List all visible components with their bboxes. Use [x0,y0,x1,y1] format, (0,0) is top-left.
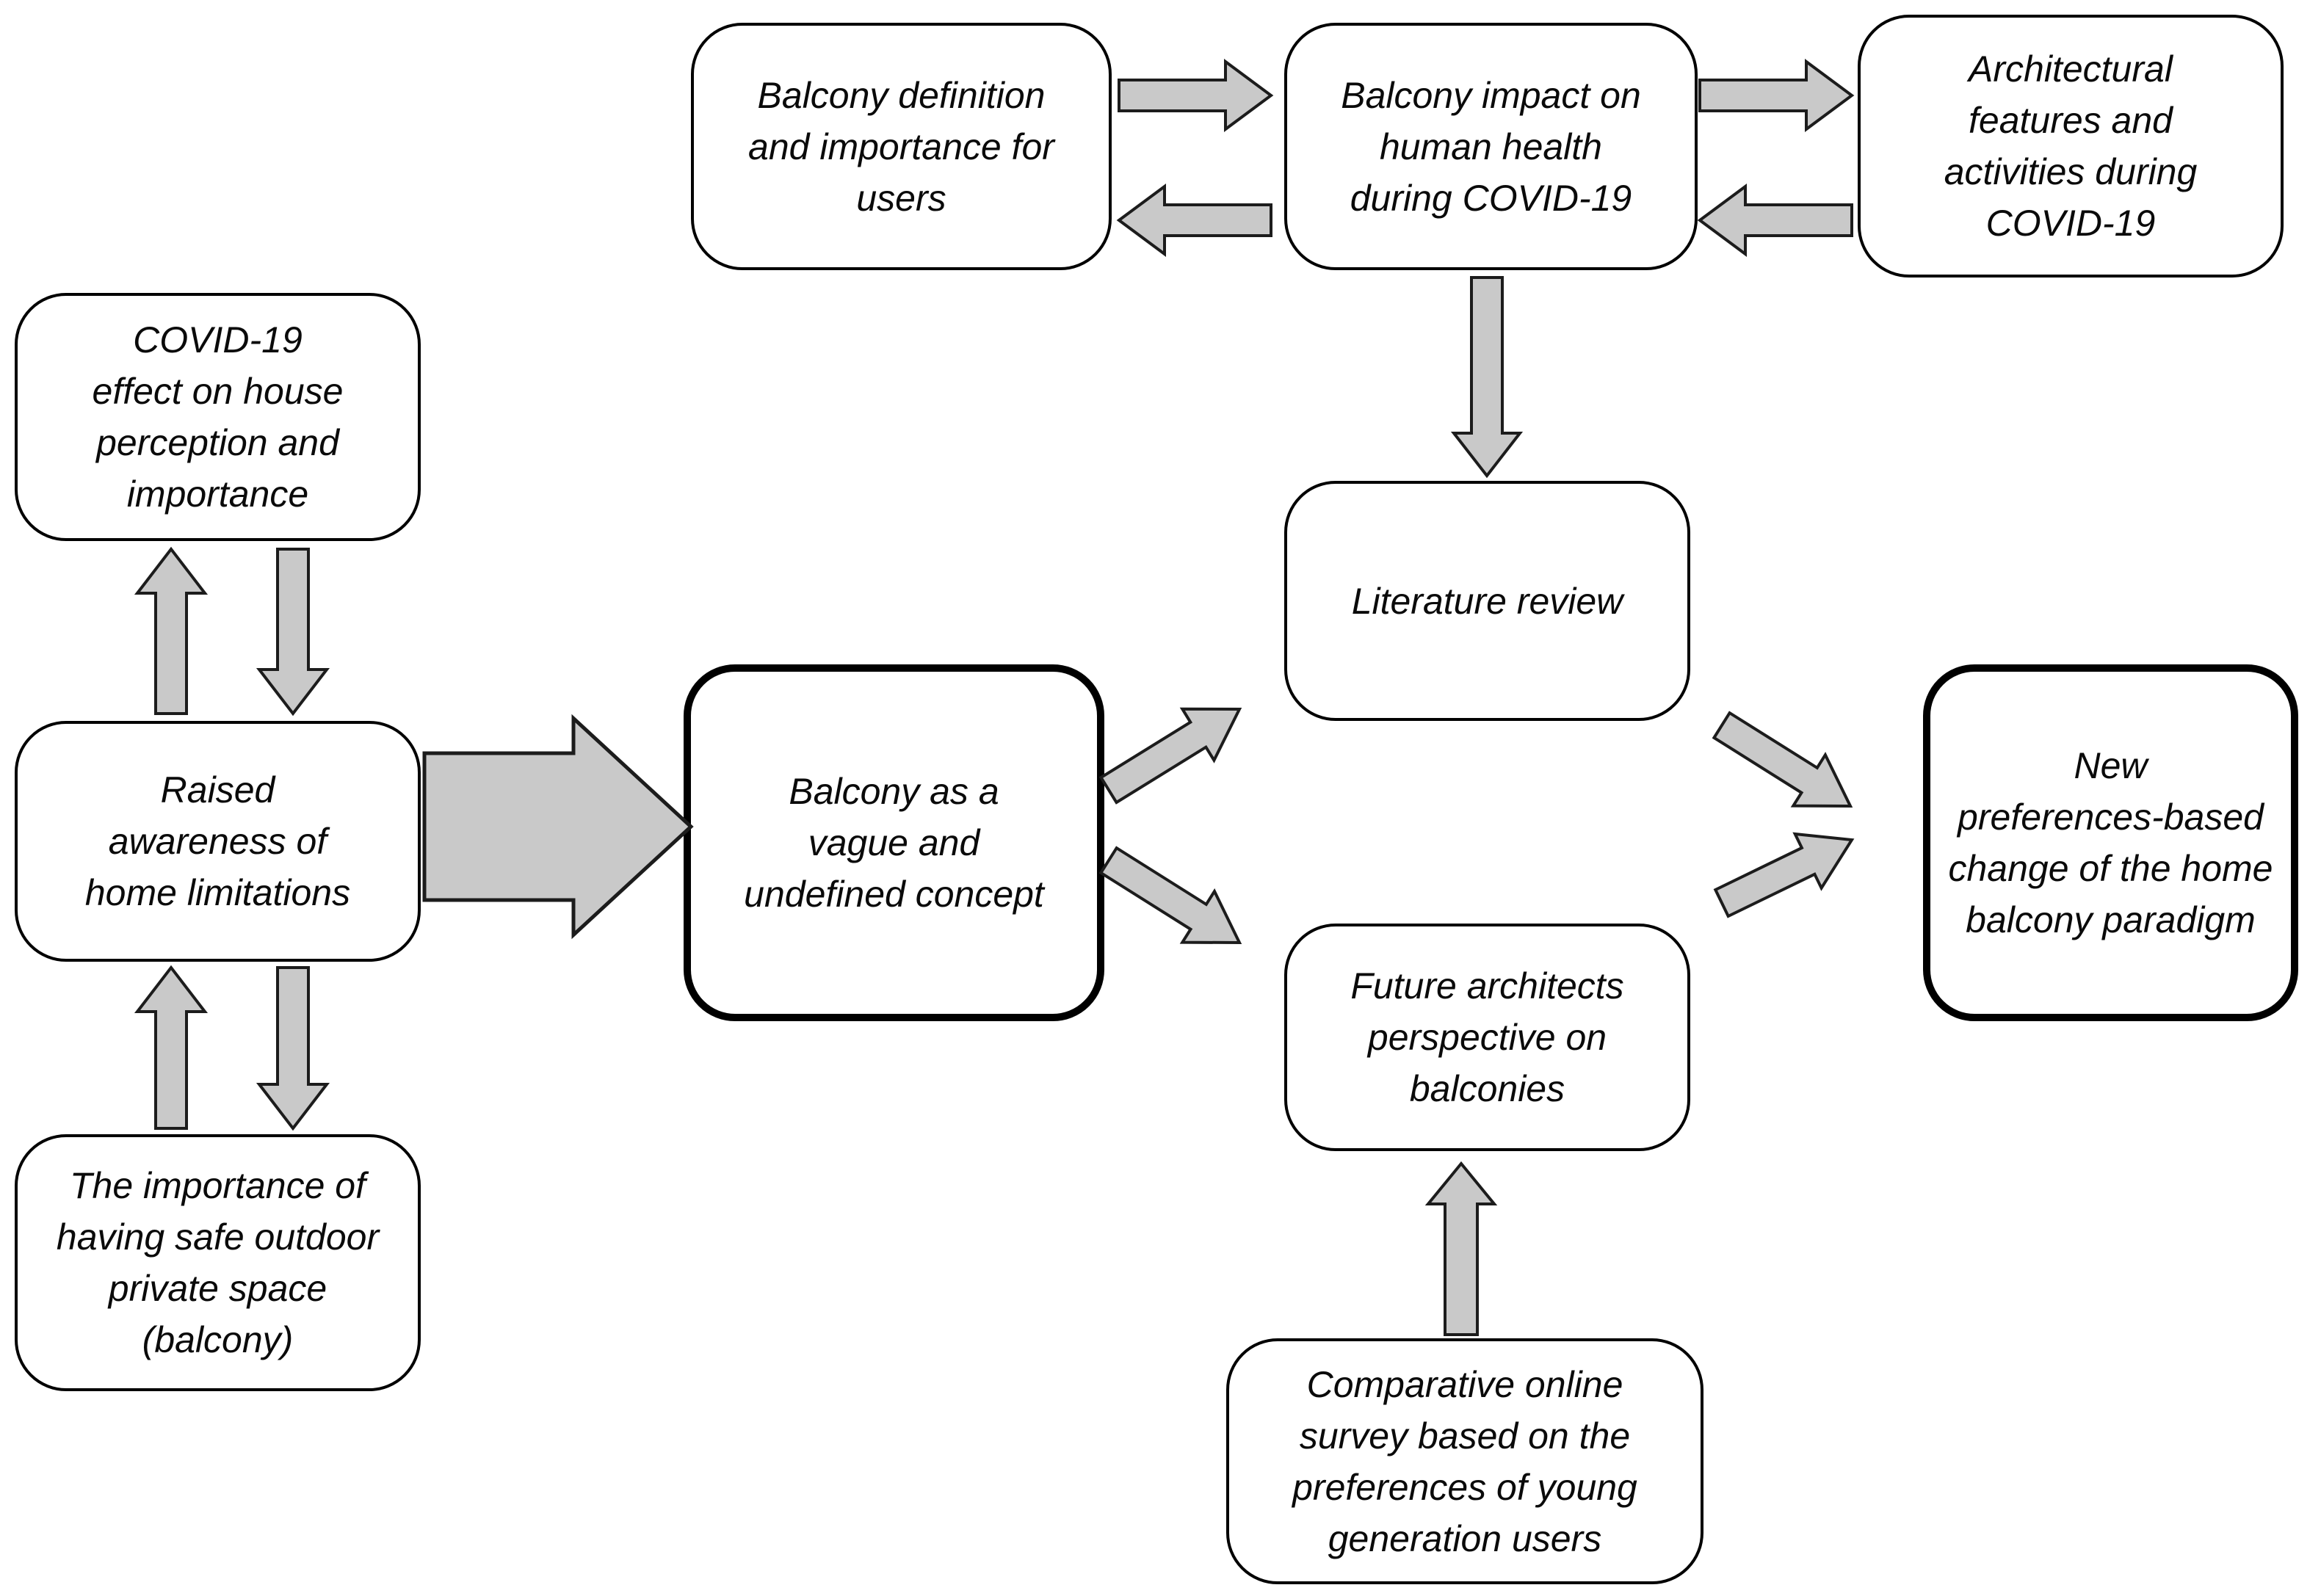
arrow-online-survey-to-future-architects [1424,1161,1498,1336]
node-balcony-impact: Balcony impact on human health during CO… [1284,23,1698,270]
arrow-literature-review-to-new-paradigm [1712,711,1853,808]
arrow-balcony-vague-to-future-architects [1098,846,1242,945]
arrow-balcony-impact-to-literature-review [1450,276,1524,479]
node-balcony-vague: Balcony as a vague and undefined concept [684,664,1104,1021]
arrow-future-architects-to-new-paradigm [1713,832,1855,918]
arrow-raised-awareness-to-balcony-vague [422,714,694,940]
node-safe-outdoor-space: The importance of having safe outdoor pr… [15,1134,421,1391]
arrow-covid-effect-to-raised-awareness [256,548,330,717]
node-balcony-definition: Balcony definition and importance for us… [691,23,1112,270]
arrow-raised-awareness-to-safe-outdoor-space [256,966,330,1131]
arrow-safe-outdoor-space-to-raised-awareness [134,965,209,1130]
arrow-balcony-impact-to-architectural-features [1698,59,1855,132]
node-future-architects: Future architects perspective on balconi… [1284,924,1690,1151]
arrow-balcony-vague-to-literature-review [1098,707,1242,805]
arrow-architectural-features-to-balcony-impact [1697,184,1853,257]
node-literature-review: Literature review [1284,481,1690,721]
arrow-raised-awareness-to-covid-effect [134,546,209,715]
node-covid-effect: COVID-19 effect on house perception and … [15,293,421,541]
arrow-balcony-definition-to-balcony-impact [1118,59,1274,132]
node-raised-awareness: Raised awareness of home limitations [15,721,421,962]
arrow-balcony-impact-to-balcony-definition [1116,184,1272,257]
node-architectural-features: Architectural features and activities du… [1858,15,2284,278]
node-new-paradigm: New preferences-based change of the home… [1923,664,2298,1021]
node-online-survey: Comparative online survey based on the p… [1226,1338,1703,1584]
